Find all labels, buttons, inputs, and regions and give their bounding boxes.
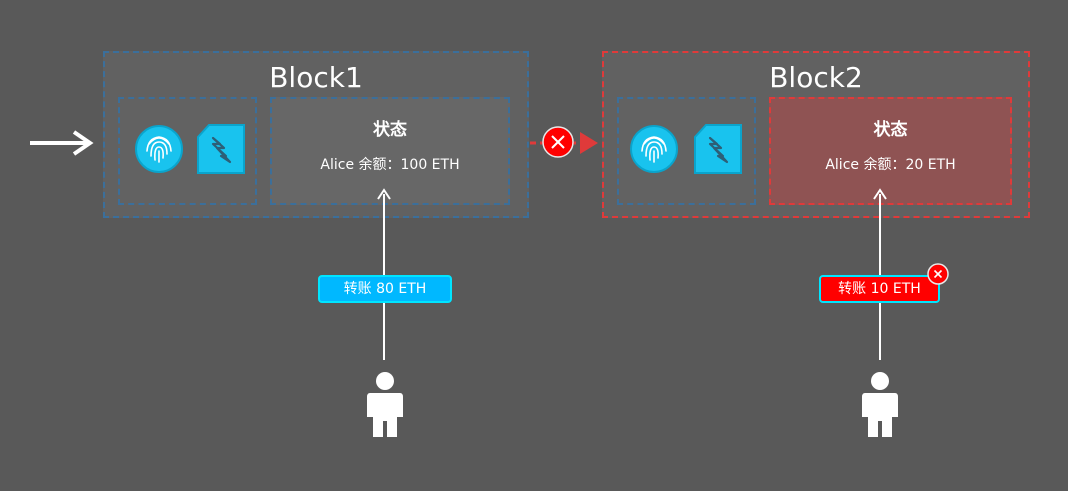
- transaction-tag: 转账 80 ETH: [318, 275, 452, 303]
- arrow-up-icon: [873, 188, 887, 200]
- block-1: Block1 状态 Alice 余额：100 ETH: [103, 51, 529, 218]
- entry-arrow: [30, 130, 94, 156]
- state-panel: 状态 Alice 余额：100 ETH: [270, 97, 510, 205]
- state-panel-error: 状态 Alice 余额：20 ETH: [769, 97, 1012, 205]
- link-broken-error-icon: [542, 126, 574, 158]
- block-icons-panel: [617, 97, 756, 205]
- block-title: Block1: [269, 61, 363, 94]
- block-2: Block2 状态 Alice 余额：20 ETH: [602, 51, 1030, 218]
- state-title: 状态: [373, 120, 407, 140]
- rejected-icon: [927, 263, 949, 285]
- smart-contract-icon: [694, 124, 742, 174]
- arrow-up-icon: [377, 188, 391, 200]
- state-balance: Alice 余额：100 ETH: [320, 157, 460, 173]
- smart-contract-icon: [197, 124, 245, 174]
- transaction-tag-rejected: 转账 10 ETH: [819, 275, 940, 303]
- state-title: 状态: [873, 120, 908, 140]
- user-icon: [367, 372, 403, 437]
- block-title: Block2: [769, 61, 863, 94]
- fingerprint-icon: [135, 125, 183, 173]
- user-icon: [862, 372, 898, 437]
- fingerprint-icon: [630, 125, 678, 173]
- state-balance: Alice 余额：20 ETH: [825, 157, 956, 173]
- block-icons-panel: [118, 97, 257, 205]
